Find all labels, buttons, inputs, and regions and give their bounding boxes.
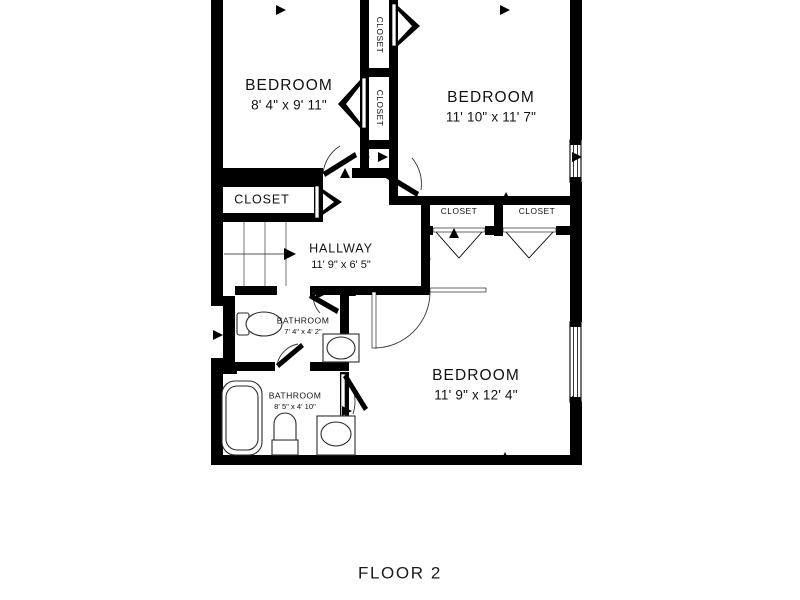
wall-hallway-right: [421, 235, 430, 290]
door-closet-top-vertical: [391, 3, 420, 47]
floor-label: FLOOR 2: [358, 563, 442, 582]
door-bathroom-lower-upper: [276, 343, 304, 368]
door-bedroom-top-left: [322, 145, 357, 177]
bathtub-icon: [221, 380, 263, 456]
wall-right-bottom: [570, 402, 582, 465]
wall-left-inset-vertical: [223, 296, 235, 368]
wall-bath-divider-far-left: [211, 365, 237, 374]
wall-left-upper: [211, 0, 223, 302]
room-label-bathroom-lower: BATHROOM: [269, 390, 322, 400]
door-bedroom-top-right: [384, 157, 422, 197]
wall-midcloset-divider: [494, 196, 503, 236]
wall-left-inset-bottom: [211, 358, 235, 368]
room-dimension-bathroom-upper: 7' 4" x 4' 2": [284, 327, 322, 336]
door-bedroom-bottom-right: [371, 287, 487, 349]
wall-midcloset-bottom-a: [421, 226, 433, 235]
wall-hallway-bottom-left: [235, 286, 277, 295]
wall-midcloset-bottom-b: [485, 226, 503, 235]
toilet-lower-icon: [271, 412, 299, 456]
wall-closet-stack-right: [389, 0, 398, 205]
closet-label-mid-left: CLOSET: [441, 206, 478, 216]
wall-upper-bath-right: [340, 295, 349, 310]
door-closet-mid-right: [502, 227, 557, 259]
wall-midcloset-left: [421, 196, 430, 226]
stairs-direction-arrow: [284, 248, 296, 260]
sink-upper-icon: [322, 333, 360, 363]
room-label-bedroom-top-right: BEDROOM: [447, 89, 535, 106]
room-dimension-bedroom-top-left: 8' 4" x 9' 11": [251, 98, 327, 113]
wall-right-top: [570, 0, 582, 140]
closet-label-hallway-left: CLOSET: [234, 192, 289, 206]
wall-hall-top-right: [389, 196, 421, 205]
windows-group: [569, 139, 582, 403]
wall-hallway-bottom: [310, 286, 430, 295]
wall-closet-divider: [360, 68, 398, 77]
room-label-bedroom-bottom-right: BEDROOM: [432, 367, 520, 384]
wall-midcloset-bottom-c: [556, 226, 576, 235]
door-closet-second-vertical: [338, 77, 367, 129]
wall-hallcloset-bottom: [211, 213, 323, 222]
closet-label-second-vertical: CLOSET: [375, 90, 385, 127]
room-label-bedroom-top-left: BEDROOM: [245, 77, 333, 94]
staircase: [223, 222, 306, 286]
closet-labels: CLOSET CLOSET CLOSET CLOSET CLOSET: [234, 17, 556, 216]
wall-hallcloset-top: [211, 178, 323, 187]
room-dimension-bedroom-top-right: 11' 10" x 11' 7": [446, 110, 536, 125]
window-right-upper: [569, 139, 582, 183]
window-right-lower: [569, 321, 582, 403]
room-dimension-hallway: 11' 9" x 6' 5": [311, 259, 371, 271]
bathroom-fixtures: [221, 311, 360, 456]
wall-bedroom-tl-bottom-right: [352, 168, 390, 178]
wall-bath-divider-left: [235, 362, 275, 371]
closet-label-top-vertical: CLOSET: [375, 17, 385, 54]
sink-lower-icon: [316, 415, 356, 456]
door-closet-hallway: [314, 185, 342, 219]
door-closet-mid-left: [432, 227, 486, 259]
wall-closet-stack-bottom: [360, 140, 398, 149]
room-dimension-bathroom-lower: 8' 5" x 4' 10": [274, 402, 316, 411]
toilet-upper-icon: [236, 311, 283, 337]
room-dimension-bedroom-bottom-right: 11' 9" x 12' 4": [434, 388, 518, 403]
wall-left-lower: [211, 365, 223, 465]
closet-label-mid-right: CLOSET: [519, 206, 556, 216]
room-labels: BEDROOM 8' 4" x 9' 11" BEDROOM 11' 10" x…: [245, 77, 536, 411]
wall-bath-bedroom-upper: [340, 295, 349, 351]
opening-markers: [213, 5, 582, 462]
wall-left-inset-top: [211, 296, 235, 306]
room-label-bathroom-upper: BATHROOM: [277, 315, 330, 325]
room-label-hallway: HALLWAY: [309, 241, 373, 255]
wall-bedroom-tl-bottom: [211, 168, 323, 178]
wall-bottom-exterior: [211, 455, 582, 465]
wall-right-middle: [570, 182, 582, 322]
